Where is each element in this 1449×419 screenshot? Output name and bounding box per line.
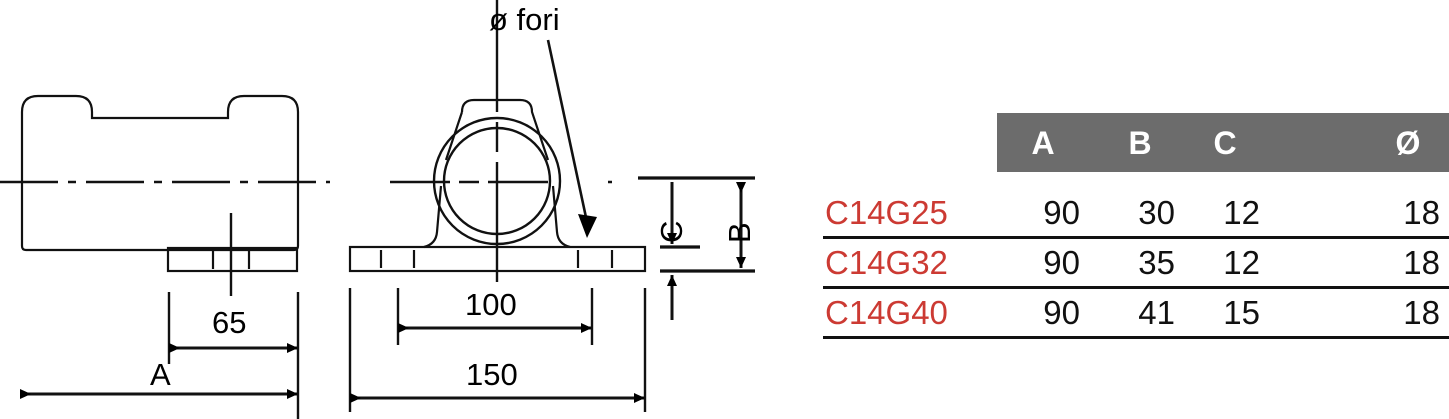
dimension-table: A B C Ø C14G25 90 30 12 18 C14G32 90 35 … (820, 0, 1449, 419)
column-header-c: C (1213, 125, 1237, 161)
dim-100-extension-lines (396, 288, 594, 345)
table-cell-c: 12 (1223, 244, 1260, 281)
callout-leader-line (546, 39, 589, 223)
column-header-b: B (1128, 125, 1152, 161)
dim-b-label: B (722, 222, 757, 243)
column-header-a: A (1031, 125, 1055, 161)
table-header-bar (997, 113, 1449, 172)
side-view-outline (20, 94, 300, 252)
dim-a-label: A (150, 357, 171, 392)
dim-c-label: C (654, 220, 689, 243)
table-cell-a: 90 (1043, 244, 1080, 281)
table-cell-c: 15 (1223, 294, 1260, 331)
drawing-area: ø fori 65 A 100 150 C B (0, 0, 757, 419)
dim-150-extension-lines (348, 288, 647, 412)
table-cell-diameter: 18 (1403, 294, 1440, 331)
table-row-divider (823, 236, 1449, 239)
table-cell-b: 35 (1138, 244, 1175, 281)
table-cell-b: 30 (1138, 194, 1175, 231)
table-bottom-border (823, 336, 1449, 339)
side-view-foot (166, 246, 299, 273)
dim-65-label: 65 (212, 305, 247, 340)
table-row-divider (823, 286, 1449, 289)
callout-arrow-head (578, 214, 597, 238)
dim-bc-extension-lines (638, 176, 755, 273)
column-header-diameter: Ø (1395, 125, 1421, 161)
callout-label: ø fori (489, 2, 560, 37)
table-cell-c: 12 (1223, 194, 1260, 231)
table-cell-a: 90 (1043, 294, 1080, 331)
table-row-model: C14G40 (825, 294, 948, 331)
front-view-centerlines (390, 0, 612, 290)
dim-100-label: 100 (465, 287, 517, 322)
table-cell-a: 90 (1043, 194, 1080, 231)
drawing-svg (0, 0, 755, 419)
table-row-model: C14G32 (825, 244, 948, 281)
dim-150-label: 150 (466, 357, 518, 392)
table-cell-diameter: 18 (1403, 244, 1440, 281)
table-cell-b: 41 (1138, 294, 1175, 331)
table-cell-diameter: 18 (1403, 194, 1440, 231)
table-row-model: C14G25 (825, 194, 948, 231)
